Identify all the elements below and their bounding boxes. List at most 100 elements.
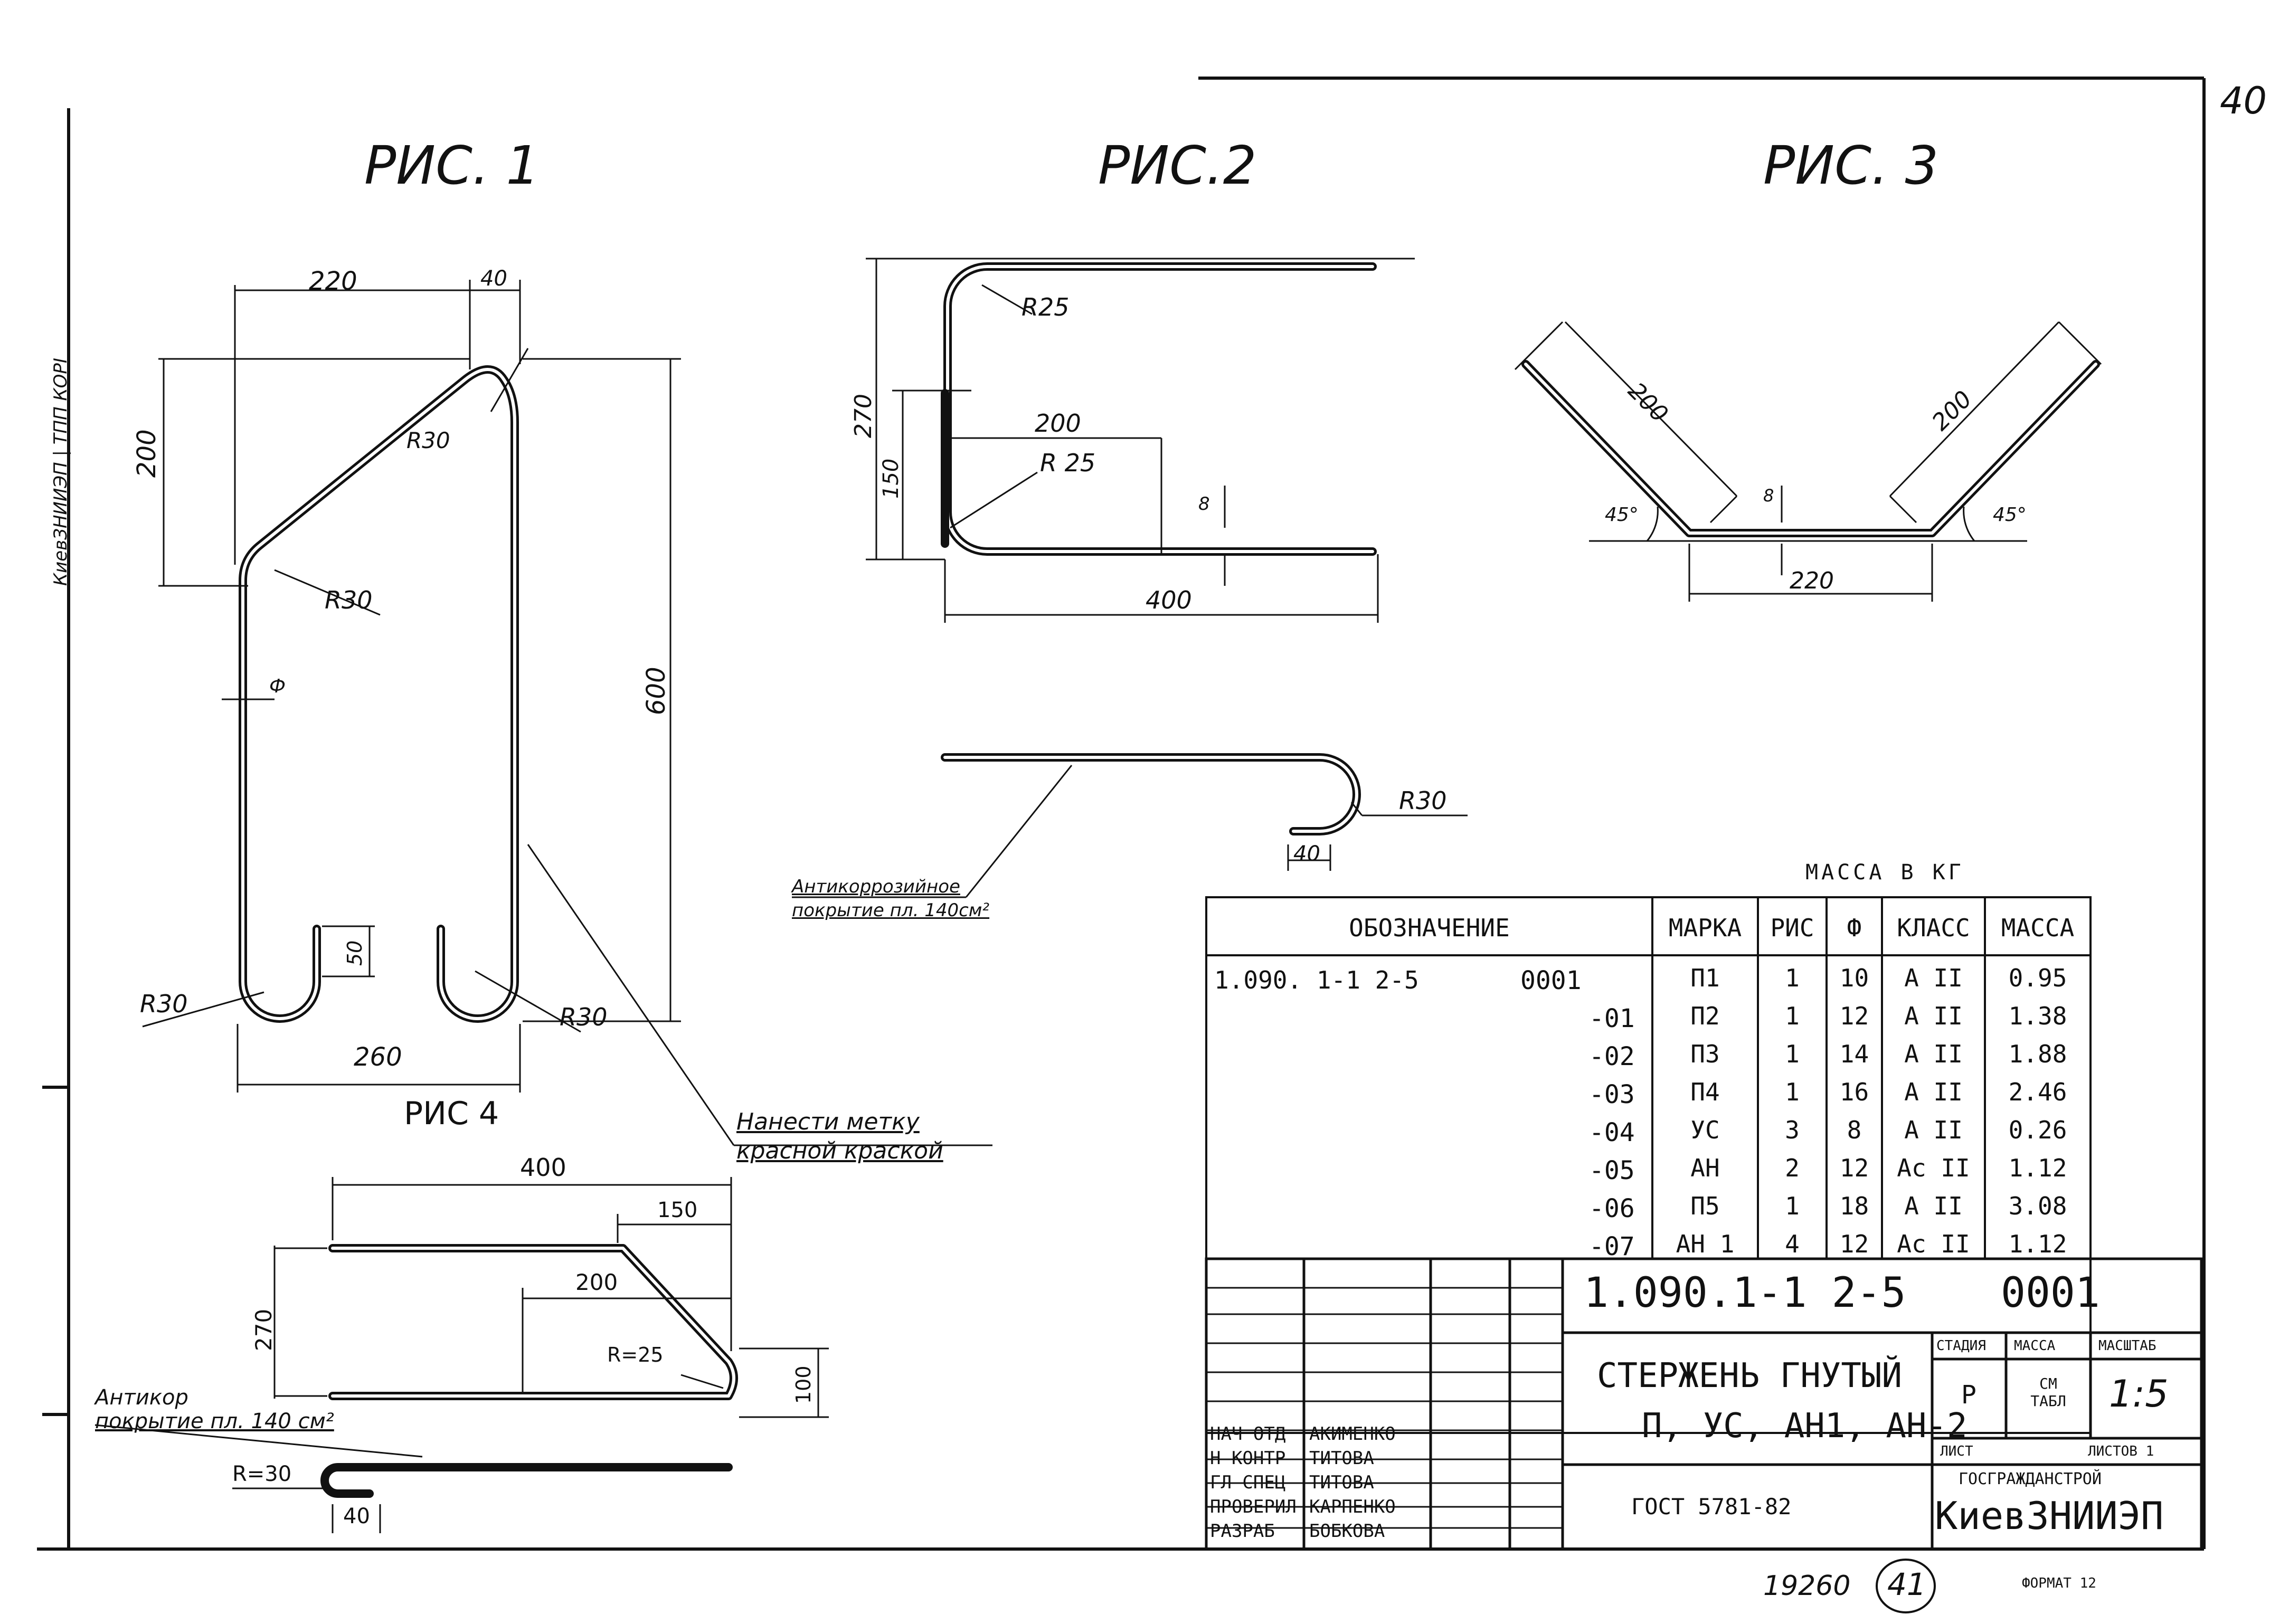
spec-row-code: -02 [1589, 1042, 1635, 1071]
footer-format: ФОРМАТ 12 [2022, 1575, 2096, 1591]
fig4-dim-t2: 150 [657, 1198, 698, 1222]
spec-header-cell: КЛАСС [1897, 914, 1970, 942]
fig3-dim-bottom: 220 [1790, 567, 1834, 594]
spec-row-phi: 10 [1839, 964, 1869, 992]
spec-row-fig: 1 [1785, 1002, 1800, 1030]
spec-row-mark: П4 [1690, 1078, 1720, 1106]
spec-row-mark: П2 [1690, 1002, 1720, 1030]
note-mark-line1: Нанести метку [736, 1108, 920, 1135]
stamp-sheets-header: ЛИСТОВ 1 [2088, 1443, 2154, 1459]
stamp-role-label: ПРОВЕРИЛ [1210, 1496, 1297, 1517]
spec-row-mark: П5 [1690, 1192, 1720, 1220]
spec-row-fig: 2 [1785, 1154, 1800, 1182]
spec-row-cls: А II [1904, 1116, 1963, 1144]
fig3-angle-right: 45° [1993, 504, 2027, 526]
spec-row-mark: П1 [1690, 964, 1720, 992]
stamp-title-2: П, УС, АН1, АН-2 [1642, 1407, 1968, 1446]
fig1-phi: Ф [269, 676, 286, 697]
spec-row-phi: 12 [1839, 1154, 1869, 1182]
spec-row-cls: Ас II [1897, 1154, 1970, 1182]
fig2-dim-inner: 200 [1035, 409, 1081, 438]
spec-row-phi: 8 [1847, 1116, 1862, 1144]
spec-row-fig: 3 [1785, 1116, 1800, 1144]
fig1-radius-1: R30 [406, 428, 450, 453]
stamp-role-name: ТИТОВА [1309, 1472, 1374, 1493]
spec-row-code: -03 [1589, 1080, 1635, 1109]
spec-row-mark: П3 [1690, 1040, 1720, 1068]
spec-header-cell: ОБОЗНАЧЕНИЕ [1349, 914, 1510, 942]
fig1-dim-left: 200 [132, 429, 162, 478]
fig4-title: РИС 4 [404, 1095, 499, 1132]
stamp-scale: 1:5 [2109, 1372, 2169, 1416]
spec-row-cls: А II [1904, 964, 1963, 992]
stamp-mass-value: СМ ТАБЛ [2030, 1375, 2066, 1410]
spec-header-cell: РИС [1770, 914, 1814, 942]
fig3-title: РИС. 3 [1763, 135, 1939, 196]
spec-row-mass: 1.38 [2008, 1002, 2067, 1030]
spec-row-phi: 12 [1839, 1230, 1869, 1258]
fig1-dim-hook: 50 [343, 940, 366, 966]
fig1-dim-bottom: 260 [354, 1042, 402, 1072]
spec-row-mass: 2.46 [2008, 1078, 2067, 1106]
spec-row-mass: 1.12 [2008, 1154, 2067, 1182]
spec-row-phi: 16 [1839, 1078, 1869, 1106]
spec-row-mark: АН [1690, 1154, 1720, 1182]
spec-row-code: -05 [1589, 1156, 1635, 1185]
fig2-dim-h2: 150 [879, 458, 903, 499]
stamp-role-name: КАРПЕНКО [1309, 1496, 1396, 1517]
fig1-rod [239, 365, 519, 1023]
spec-row-cls: А II [1904, 1192, 1963, 1220]
spec-row-fig: 4 [1785, 1230, 1800, 1258]
spec-base-code: 1.090. 1-1 2-5 [1214, 966, 1419, 994]
stamp-mass-header: МАССА [2014, 1338, 2056, 1354]
fig1-radius-3: R30 [140, 990, 188, 1018]
hook-detail-rod [941, 753, 1361, 835]
stamp-role-name: АКИМЕНКО [1309, 1423, 1396, 1445]
stamp-role-label: РАЗРАБ [1210, 1521, 1275, 1542]
fig2-dim-width: 400 [1146, 586, 1192, 614]
stamp-role-name: ТИТОВА [1309, 1448, 1374, 1469]
fig1-title: РИС. 1 [364, 135, 540, 196]
spec-row-code: -01 [1589, 1004, 1635, 1033]
mass-caption: МАССА В КГ [1805, 860, 1964, 885]
fig1-radius-4: R30 [560, 1003, 608, 1031]
note-coating1-line2: покрытие пл. 140см² [792, 900, 990, 921]
stamp-gost: ГОСТ 5781-82 [1631, 1494, 1792, 1519]
hook-detail-length: 40 [1293, 842, 1320, 866]
fig4-dim-height: 270 [251, 1308, 277, 1351]
sidebar-vertical-label: КиевЗНИИЭП | ТПП КОРІ [50, 358, 71, 586]
fig2-dim-gap: 8 [1198, 493, 1210, 515]
fig2-dim-height: 270 [850, 394, 877, 438]
fig4-dim-mid: 200 [575, 1269, 618, 1295]
fig3-angle-left: 45° [1605, 504, 1639, 526]
spec-row-code: -06 [1589, 1194, 1635, 1223]
note-coating2-line1: Антикор [95, 1385, 188, 1410]
fig1-dim-right: 600 [641, 667, 671, 715]
stamp-role-label: ГЛ СПЕЦ [1210, 1472, 1286, 1493]
spec-row-cls: Ас II [1897, 1230, 1970, 1258]
spec-row-cls: А II [1904, 1002, 1963, 1030]
fig1-dim-top2: 40 [480, 267, 507, 291]
spec-row-mark: АН 1 [1676, 1230, 1735, 1258]
spec-row-code: 0001 [1520, 966, 1582, 995]
spec-header-cell: Ф [1847, 914, 1862, 942]
spec-row-mass: 0.95 [2008, 964, 2067, 992]
fig4-radius-2: R=30 [232, 1462, 292, 1486]
fig2-rod [941, 262, 1377, 556]
note-coating2-line2: покрытие пл. 140 см² [95, 1409, 334, 1433]
spec-row-mark: УС [1690, 1116, 1720, 1144]
fig3-rod [1521, 360, 2100, 537]
fig1-dim-top: 220 [309, 267, 357, 296]
stamp-title-1: СТЕРЖЕНЬ ГНУТЫЙ [1597, 1356, 1902, 1395]
spec-row-code: -07 [1589, 1232, 1635, 1261]
spec-header-cell: МАССА [2001, 914, 2075, 942]
stamp-sheet-header: ЛИСТ [1940, 1443, 1973, 1459]
stamp-doc-code: 1.090.1-1 2-5 [1584, 1269, 1906, 1317]
spec-row-cls: А II [1904, 1078, 1963, 1106]
stamp-scale-header: МАСШТАБ [2098, 1338, 2156, 1354]
note-coating1-line1: Антикоррозийное [792, 876, 960, 897]
spec-row-phi: 12 [1839, 1002, 1869, 1030]
spec-row-mass: 1.12 [2008, 1230, 2067, 1258]
stamp-stage-header: СТАДИЯ [1936, 1338, 1986, 1354]
